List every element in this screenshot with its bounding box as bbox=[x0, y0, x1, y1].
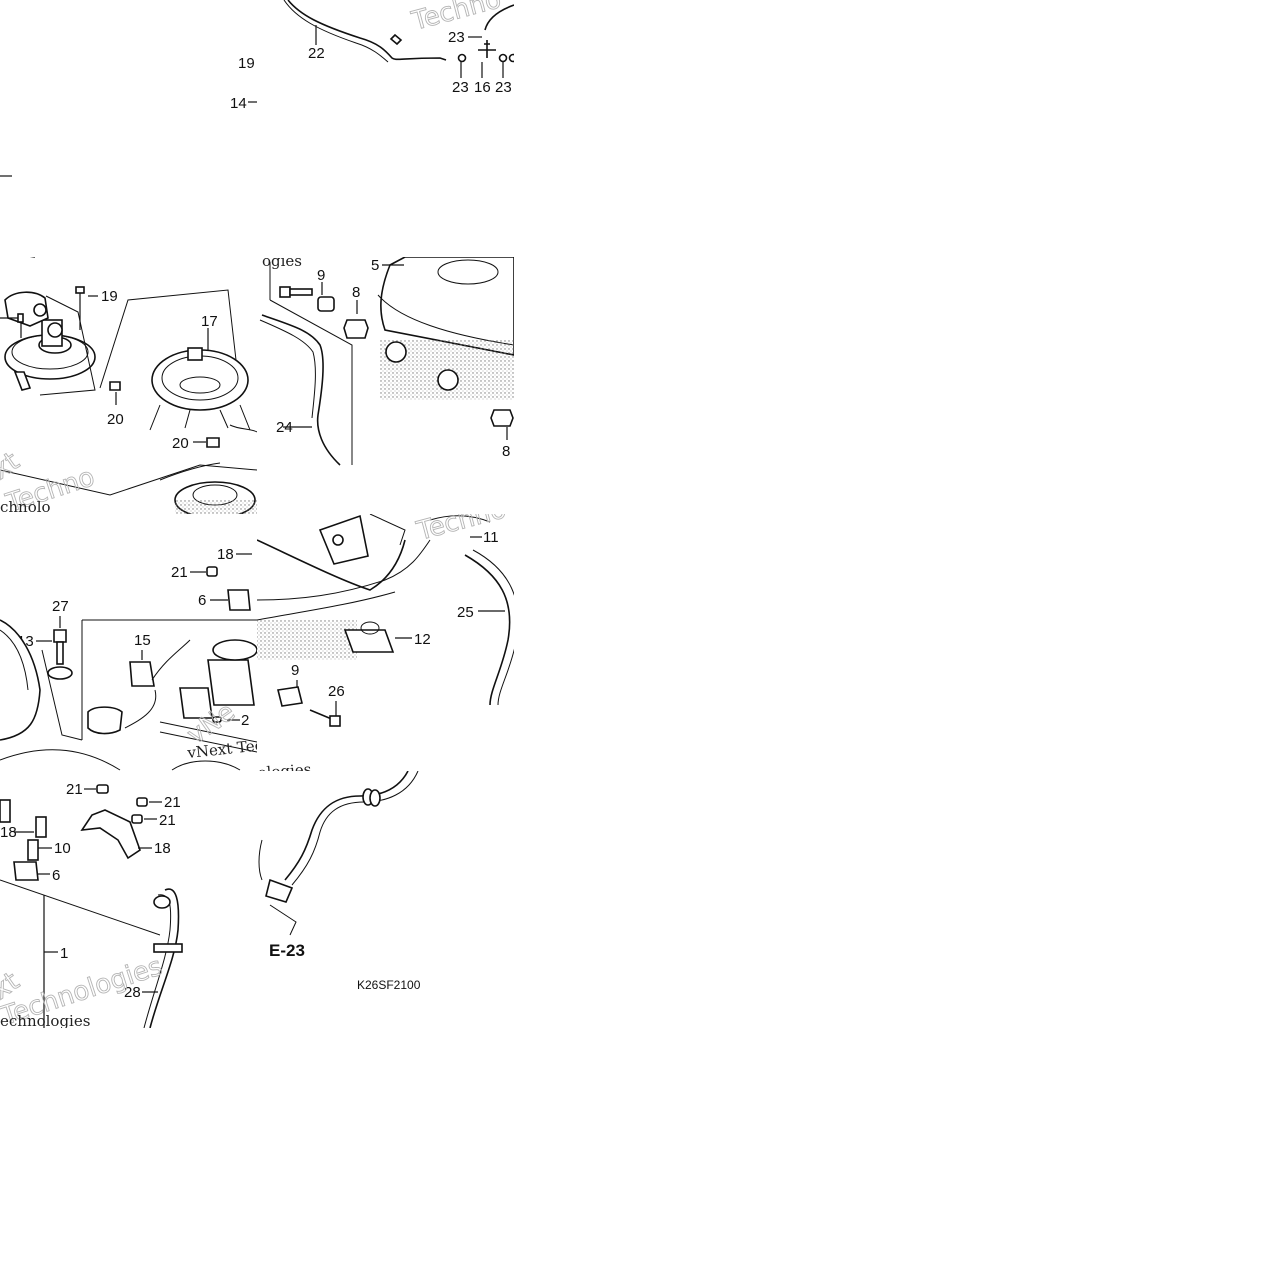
tile-top-left: 19 14 bbox=[0, 55, 257, 177]
callout-21-c: 21 bbox=[164, 794, 181, 811]
callout-24: 24 bbox=[276, 419, 293, 436]
callout-10: 18 bbox=[154, 840, 171, 857]
callout-18-a: 18 bbox=[217, 546, 234, 563]
tile-mid-center-upper: FR. bbox=[262, 174, 317, 217]
callout-23-a: 23 bbox=[448, 29, 465, 46]
callout-23-b: 23 bbox=[452, 79, 469, 96]
callout-2: 2 bbox=[241, 712, 249, 729]
tile-top-right: Techno 22 23 23 16 23 bbox=[283, 0, 514, 96]
callout-27: 27 bbox=[52, 598, 69, 615]
svg-text:vNext Tec: vNext Tec bbox=[181, 222, 260, 251]
callout-21-b: 21 bbox=[66, 781, 83, 798]
callout-14: 14 bbox=[230, 95, 247, 112]
tile-tank-upper: ogies 9 8 24 5 8 bbox=[259, 252, 514, 466]
callout-17: 17 bbox=[201, 313, 218, 330]
callout-21-d: 21 bbox=[159, 812, 176, 829]
callout-12: 12 bbox=[414, 631, 431, 648]
tile-bracket-hose: 21 21 21 18 18 10 6 1 28 xt bbox=[0, 781, 183, 1030]
callout-18-b: 18 bbox=[0, 824, 17, 841]
callout-16: 16 bbox=[474, 79, 491, 96]
callout-28: 28 bbox=[124, 984, 141, 1001]
svg-text:ologies: ologies bbox=[257, 760, 312, 782]
callout-5: 5 bbox=[371, 257, 379, 274]
callout-6-b: 6 bbox=[52, 867, 60, 884]
callout-25: 25 bbox=[457, 604, 474, 621]
svg-text:chnolo: chnolo bbox=[0, 498, 51, 516]
callout-19: 19 bbox=[238, 55, 255, 72]
callout-20-b: 20 bbox=[172, 435, 189, 452]
callout-6-a: 6 bbox=[198, 592, 206, 609]
callout-19-b: 19 bbox=[101, 288, 118, 305]
front-marker: FR. bbox=[284, 174, 317, 202]
drawing-code: K26SF2100 bbox=[357, 978, 421, 992]
ref-f26: F-26 bbox=[105, 183, 140, 202]
callout-15: 15 bbox=[134, 632, 151, 649]
tile-pump-left: 18 21 6 27 13 15 2 bbox=[0, 546, 257, 771]
callout-1: 1 bbox=[60, 945, 68, 962]
callout-23-c: 23 bbox=[495, 79, 512, 96]
tile-mid-left-upper: 23 F-26 vNext Tec vNe bbox=[29, 177, 260, 258]
tile-tank-lower: Techno 11 25 12 9 26 ologies bbox=[257, 514, 514, 782]
svg-text:ogies: ogies bbox=[262, 252, 302, 270]
callout-26: 26 bbox=[328, 683, 345, 700]
callout-8-a: 8 bbox=[352, 284, 360, 301]
callout-20-a: 20 bbox=[107, 411, 124, 428]
svg-text:echnologies: echnologies bbox=[0, 1012, 90, 1030]
callout-9-b: 9 bbox=[291, 662, 299, 679]
tile-fuel-cap: 19 20 17 20 xt Techno chnolo bbox=[0, 286, 257, 516]
ref-e23: E-23 bbox=[269, 941, 305, 960]
svg-text:vNe: vNe bbox=[197, 177, 256, 231]
front-arrow-icon bbox=[262, 195, 300, 217]
svg-text:xt: xt bbox=[0, 446, 25, 485]
tile-hose-end: E-23 K26SF2100 bbox=[258, 771, 421, 992]
callout-11: 11 bbox=[483, 529, 499, 546]
callout-23-d: 23 bbox=[59, 215, 76, 232]
callout-18-c: 10 bbox=[54, 840, 71, 857]
callout-21-a: 21 bbox=[171, 564, 188, 581]
callout-9-a: 9 bbox=[317, 267, 325, 284]
callout-22: 22 bbox=[308, 45, 325, 62]
callout-8-b: 8 bbox=[502, 443, 510, 460]
